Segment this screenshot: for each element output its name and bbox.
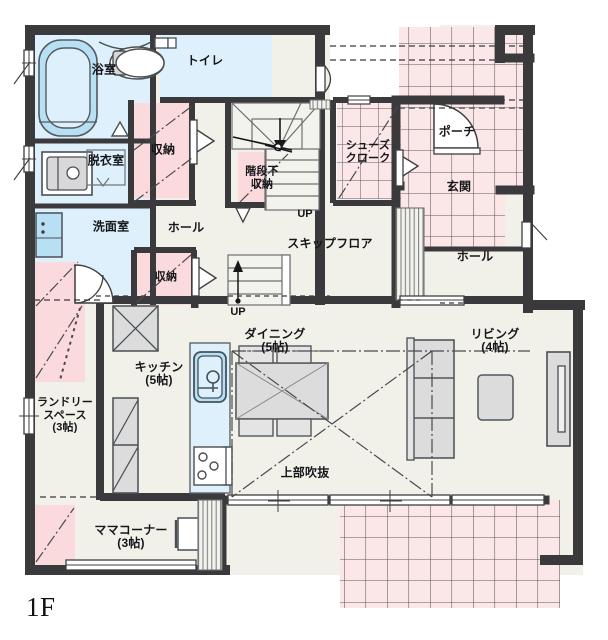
bathtub bbox=[38, 39, 98, 137]
kitchen-cabinets bbox=[112, 397, 139, 494]
laundry-machine bbox=[35, 212, 63, 258]
terrace-tiles bbox=[340, 500, 560, 608]
windows bbox=[13, 49, 545, 571]
floor-level-tag: 1F bbox=[26, 592, 56, 622]
refrigerator bbox=[112, 305, 159, 352]
dressing-floor-marker bbox=[86, 149, 126, 187]
closet-sliding-marks bbox=[35, 105, 399, 563]
kitchen-stove bbox=[193, 446, 233, 486]
tv-board bbox=[546, 351, 571, 447]
washbasin-dressing bbox=[41, 151, 93, 196]
laundry-rod bbox=[59, 307, 81, 381]
under-stair-arrow bbox=[234, 207, 252, 224]
doors bbox=[74, 65, 548, 304]
closet-1-fill bbox=[134, 103, 192, 198]
living-table bbox=[477, 374, 514, 421]
skip-floor-steps bbox=[227, 254, 291, 306]
main-staircase bbox=[231, 102, 321, 211]
toilet-fixture bbox=[109, 37, 177, 80]
porch-tiles bbox=[399, 27, 533, 187]
living-sofa bbox=[406, 337, 455, 461]
overhang-dashed-lines bbox=[33, 45, 528, 501]
step-strips bbox=[197, 99, 425, 571]
toilet-floor bbox=[160, 33, 272, 103]
